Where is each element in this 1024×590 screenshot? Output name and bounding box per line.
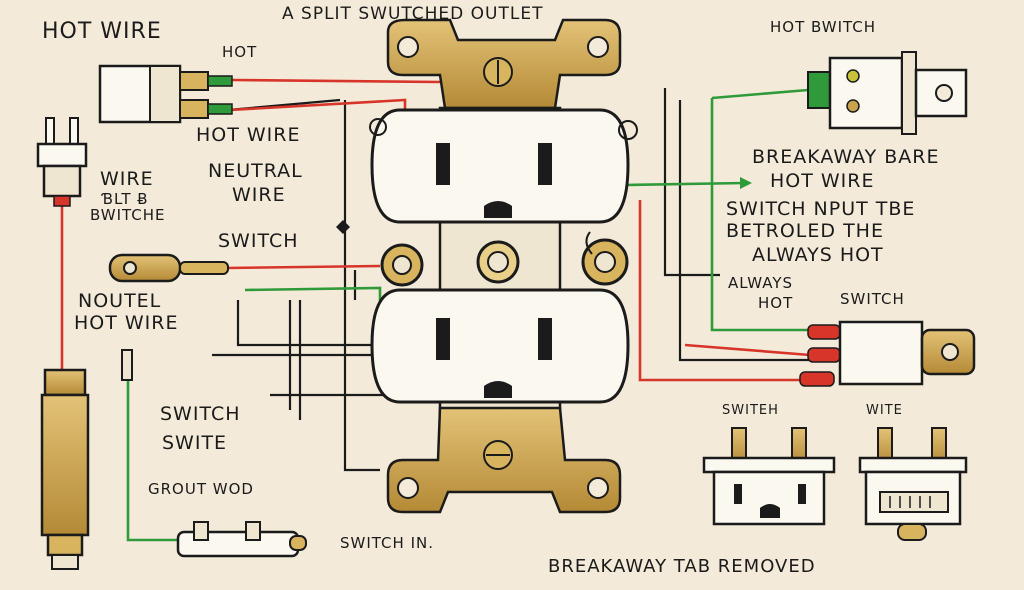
duplex-outlet [370, 18, 630, 514]
label-switch-right: SWITCH [840, 290, 905, 308]
label-hot: HOT [222, 43, 258, 61]
wire-connector-top-left [98, 64, 233, 124]
wire-junction-dot [336, 220, 350, 234]
label-neutral: NEUTRAL [208, 160, 303, 182]
label-switch-input: SWITCH NPUT TBE [726, 198, 916, 220]
label-always: ALWAYS [728, 274, 794, 292]
terminal-lug-left [108, 253, 229, 283]
label-always-hot-main: ALWAYS HOT [752, 244, 884, 266]
small-outlet-switch [702, 427, 836, 526]
label-switch-swite-1: SWITCH [160, 403, 241, 425]
upper-receptacle [370, 108, 630, 224]
diagram-title: A SPLIT SWUTCHED OUTLET [282, 4, 544, 24]
ground-connector-bottom [176, 521, 307, 558]
power-plug-left [36, 117, 88, 207]
always-hot-switch [799, 320, 976, 387]
lower-receptacle [370, 288, 630, 404]
label-neutral-wire: WIRE [232, 184, 286, 206]
ground-arrow [740, 177, 752, 189]
label-hot-wire-2: HOT WIRE [196, 124, 301, 146]
probe-tool [40, 349, 133, 570]
label-hot-wire-top: HOT WIRE [42, 19, 162, 44]
label-hot-bwitch: HOT BWITCH [770, 18, 877, 36]
label-noutel: NOUTEL [78, 290, 162, 312]
label-wite: WITE [866, 403, 903, 418]
label-betroled: BETROLED THE [726, 220, 884, 242]
small-plug-wite [858, 427, 968, 541]
label-switch-swite-2: SWITE [162, 432, 228, 454]
label-switch-left: SWITCH [218, 230, 299, 252]
label-bt: ƁLT ƀ [102, 190, 149, 208]
label-bwitche: BWITCHE [90, 206, 166, 224]
label-breakaway-bare: BREAKAWAY BARE [752, 146, 940, 168]
label-wire: WIRE [100, 168, 154, 190]
hot-switch-block [807, 51, 968, 135]
label-breakaway-tab-removed: BREAKAWAY TAB REMOVED [548, 556, 816, 577]
label-always-hot: HOT [758, 294, 794, 312]
label-grout-wod: GROUT WOD [148, 480, 254, 498]
label-switeh: SWITEH [722, 403, 779, 418]
label-noutel-hot-wire: HOT WIRE [74, 312, 179, 334]
label-breakaway-hot-wire: HOT WIRE [770, 170, 875, 192]
label-switch-in: SWITCH IN. [340, 534, 434, 552]
side-terminal-screws [369, 118, 638, 287]
